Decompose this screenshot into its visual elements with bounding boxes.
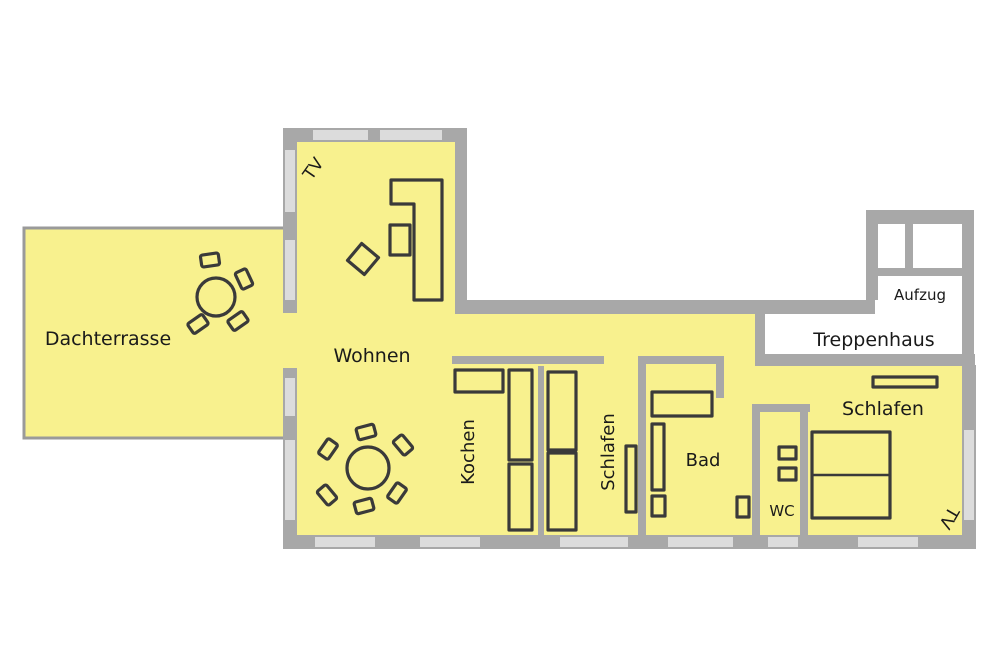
wardrobe [546, 370, 578, 452]
kitchen-counter [507, 368, 534, 462]
armchair [345, 241, 381, 277]
terrace-chair [233, 267, 255, 291]
window [285, 150, 295, 212]
elevator-mid-wall [866, 268, 974, 276]
toilet [650, 494, 667, 518]
room-label-schlafen-large: Schlafen [842, 398, 924, 420]
dining-chair [386, 481, 408, 505]
window [313, 130, 368, 140]
kitchen-counter [453, 368, 505, 394]
terrace-area [22, 226, 289, 440]
dining-table [345, 445, 391, 491]
wall-bath-notch [716, 356, 724, 398]
elevator-left-wall [866, 210, 878, 300]
wall-wc-left [752, 404, 760, 539]
dining-chair [352, 496, 376, 516]
window [420, 537, 480, 547]
dining-chair [315, 483, 339, 507]
window [285, 378, 295, 416]
washbasin [735, 495, 751, 519]
side-table [388, 223, 412, 257]
window [315, 537, 375, 547]
window [380, 130, 442, 140]
sofa [389, 178, 444, 302]
room-label-bad: Bad [686, 450, 721, 471]
dining-chair [317, 437, 339, 461]
wall-wc-top [752, 404, 810, 412]
window [560, 537, 628, 547]
wall-mid-horizontal [455, 300, 875, 314]
window [964, 430, 974, 520]
wall-bath-left [638, 356, 646, 541]
wall-kitchen-right [538, 366, 544, 538]
wall-living-right [455, 128, 467, 312]
wall-bath-top [638, 356, 724, 364]
dining-chair [354, 422, 378, 442]
room-label-aufzug: Aufzug [894, 286, 946, 304]
wall-stair-left [755, 312, 765, 366]
room-label-wohnen: Wohnen [333, 345, 410, 367]
wardrobe [546, 451, 578, 532]
dining-chair [391, 433, 415, 457]
elevator-right-wall [962, 210, 974, 365]
window [285, 240, 295, 300]
wc-basin [777, 445, 798, 461]
wall-wc-right [800, 404, 808, 539]
kitchen-counter [507, 462, 534, 532]
elevator-divider [905, 222, 913, 270]
wall-stair-bottom [755, 354, 975, 366]
shelf [871, 375, 939, 389]
wc-toilet [777, 466, 798, 482]
shelf [624, 444, 638, 514]
wall-kitchen-top [452, 356, 604, 364]
room-label-schlafen-small: Schlafen [598, 413, 619, 491]
window [858, 537, 918, 547]
terrace-table [195, 276, 237, 318]
terrace-chair [186, 313, 210, 335]
vanity [650, 422, 666, 492]
room-label-treppenhaus: Treppenhaus [812, 329, 934, 351]
window [285, 440, 295, 520]
stairwell-area [755, 312, 965, 356]
room-label-dachterrasse: Dachterrasse [45, 328, 171, 350]
window [668, 537, 733, 547]
room-label-wc: WC [769, 502, 794, 520]
elevator-top-wall [866, 210, 974, 224]
window [768, 537, 798, 547]
bathtub [650, 390, 714, 418]
terrace-chair [226, 310, 250, 332]
room-label-kochen: Kochen [458, 419, 479, 485]
terrace-chair [198, 251, 222, 269]
